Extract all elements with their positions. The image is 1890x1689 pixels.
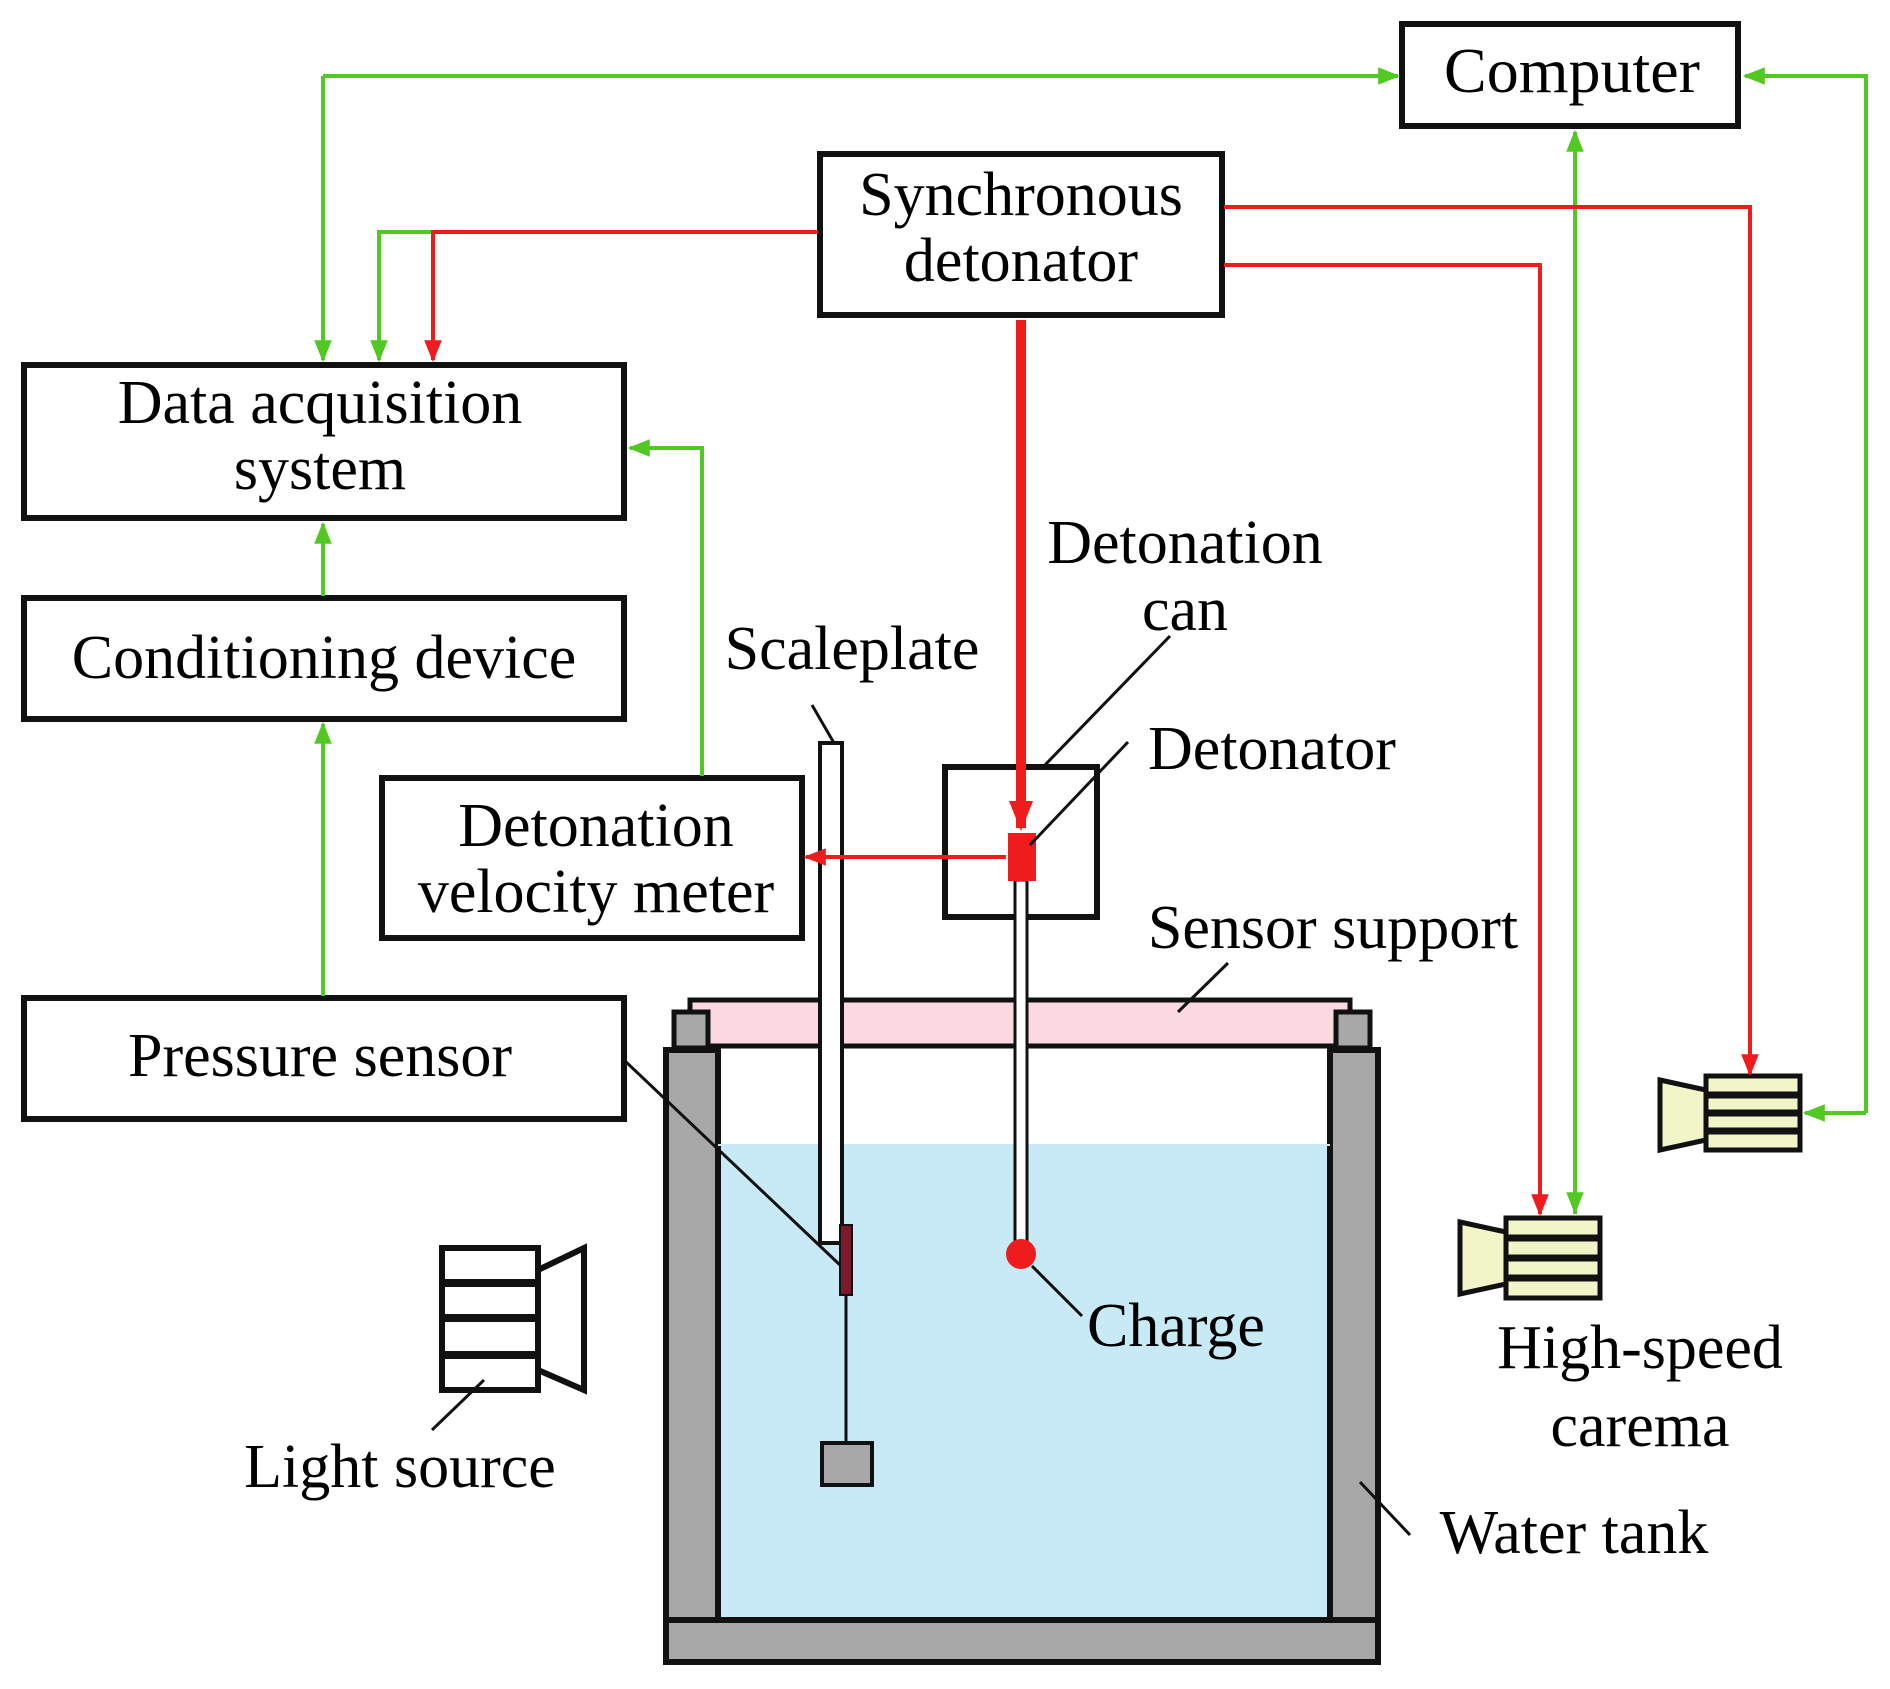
light-source-label: Light source [244, 1433, 556, 1501]
pressure-sensor-box: Pressure sensor [21, 995, 627, 1122]
daq-label-line2: system [234, 435, 406, 503]
dvm-label-line1: Detonation [458, 792, 734, 860]
scaleplate-bar [818, 741, 844, 1245]
camera-label-line2: carema [1551, 1392, 1730, 1460]
sync-label-line2: detonator [904, 227, 1138, 295]
detonator-block [1008, 833, 1036, 881]
dvm-daq-line [627, 439, 704, 776]
scaleplate-leader [810, 704, 836, 744]
data-acquisition-box: Data acquisition system [21, 362, 627, 521]
conditioning-device-box: Conditioning device [21, 595, 627, 722]
detonator-label: Detonator [1148, 715, 1396, 783]
trigger-lines [424, 205, 1759, 1217]
pressure-sensor-label: Pressure sensor [128, 1022, 512, 1090]
sensor-support-label: Sensor support [1148, 894, 1518, 962]
can-label-line2: can [1142, 576, 1228, 644]
pressure-sensor-leader [622, 1058, 842, 1267]
camera-label-line1: High-speed [1497, 1314, 1783, 1382]
charge-leader [1030, 1264, 1084, 1318]
high-speed-camera-icon-2 [1657, 1073, 1803, 1154]
high-speed-camera-icon [1457, 1215, 1603, 1301]
tank-left-wall [663, 1047, 721, 1623]
sinker-weight [820, 1441, 874, 1487]
computer-camera2-line [1742, 67, 1868, 1113]
water-tank-label: Water tank [1440, 1499, 1709, 1567]
synchronous-detonator-box: Synchronous detonator [817, 151, 1225, 318]
charge-rod [1013, 878, 1029, 1250]
daq-label-line1: Data acquisition [118, 369, 523, 437]
support-left-block [671, 1009, 711, 1051]
sync-camera2-red [1224, 205, 1759, 1077]
sync-camera1-red [1224, 263, 1549, 1217]
charge-ball [1006, 1239, 1036, 1269]
conditioning-label: Conditioning device [72, 624, 577, 692]
leader-lines [430, 634, 1412, 1537]
charge-label: Charge [1087, 1292, 1265, 1360]
pressure-sensor-tip [839, 1224, 853, 1296]
detonator-leader [1028, 740, 1130, 847]
light-source-leader [430, 1378, 486, 1432]
computer-label: Computer [1444, 35, 1700, 106]
signal-lines [314, 67, 1868, 1215]
sync-label-line1: Synchronous [859, 161, 1183, 229]
light-source-icon [439, 1243, 587, 1395]
scaleplate [818, 741, 874, 1487]
support-right-block [1333, 1009, 1373, 1051]
sync-daq-red [424, 230, 818, 363]
dvm-label-line2: velocity meter [418, 858, 775, 926]
tank-right-wall [1327, 1047, 1381, 1623]
water-tank-leader [1358, 1480, 1412, 1537]
detonation-velocity-meter-box: Detonation velocity meter [379, 775, 805, 941]
tank-bottom [663, 1617, 1381, 1665]
can-label-line1: Detonation [1047, 509, 1323, 577]
can-leader [1043, 634, 1172, 767]
support-leader [1176, 961, 1230, 1014]
sync-daq-green [370, 230, 432, 363]
scaleplate-label: Scaleplate [725, 615, 980, 683]
computer-box: Computer [1399, 21, 1741, 129]
